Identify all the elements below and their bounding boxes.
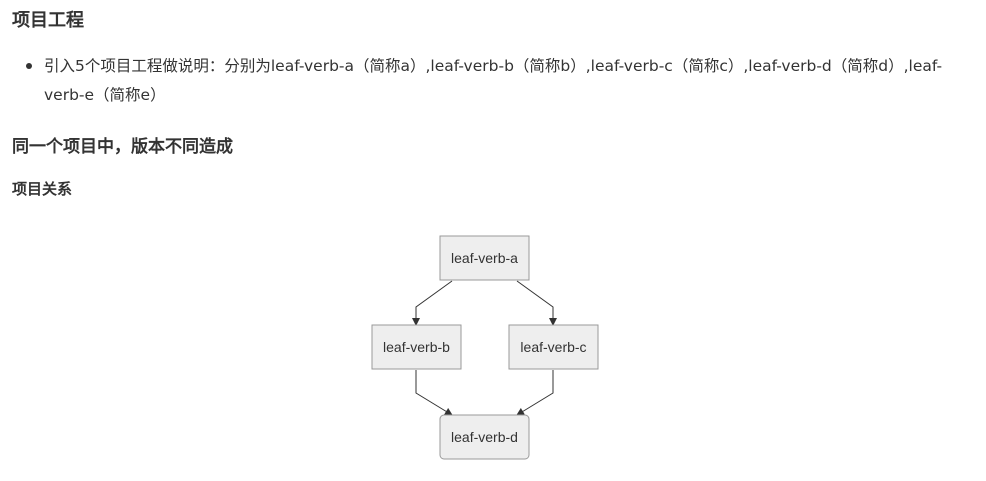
node-label: leaf-verb-d	[451, 429, 518, 445]
node-label: leaf-verb-c	[520, 339, 586, 355]
bullet-icon	[26, 63, 32, 69]
relation-title: 项目关系	[12, 180, 73, 198]
node-label: leaf-verb-b	[383, 339, 450, 355]
node-label: leaf-verb-a	[451, 250, 518, 266]
intro-text: 引入5个项目工程做说明：分别为leaf-verb-a（简称a）,leaf-ver…	[44, 57, 943, 104]
node-leaf-verb-a: leaf-verb-a	[439, 235, 530, 281]
list-item: 引入5个项目工程做说明：分别为leaf-verb-a（简称a）,leaf-ver…	[24, 52, 964, 110]
edge-a-b	[412, 280, 453, 326]
intro-list: 引入5个项目工程做说明：分别为leaf-verb-a（简称a）,leaf-ver…	[24, 52, 964, 110]
node-leaf-verb-b: leaf-verb-b	[371, 324, 462, 370]
edge-b-d	[415, 370, 453, 416]
node-leaf-verb-c: leaf-verb-c	[508, 324, 599, 370]
edge-a-c	[516, 280, 557, 326]
section-title: 项目工程	[12, 10, 84, 31]
edge-c-d	[516, 370, 554, 416]
node-leaf-verb-d: leaf-verb-d	[439, 414, 530, 460]
subsection-title: 同一个项目中，版本不同造成	[12, 137, 233, 157]
